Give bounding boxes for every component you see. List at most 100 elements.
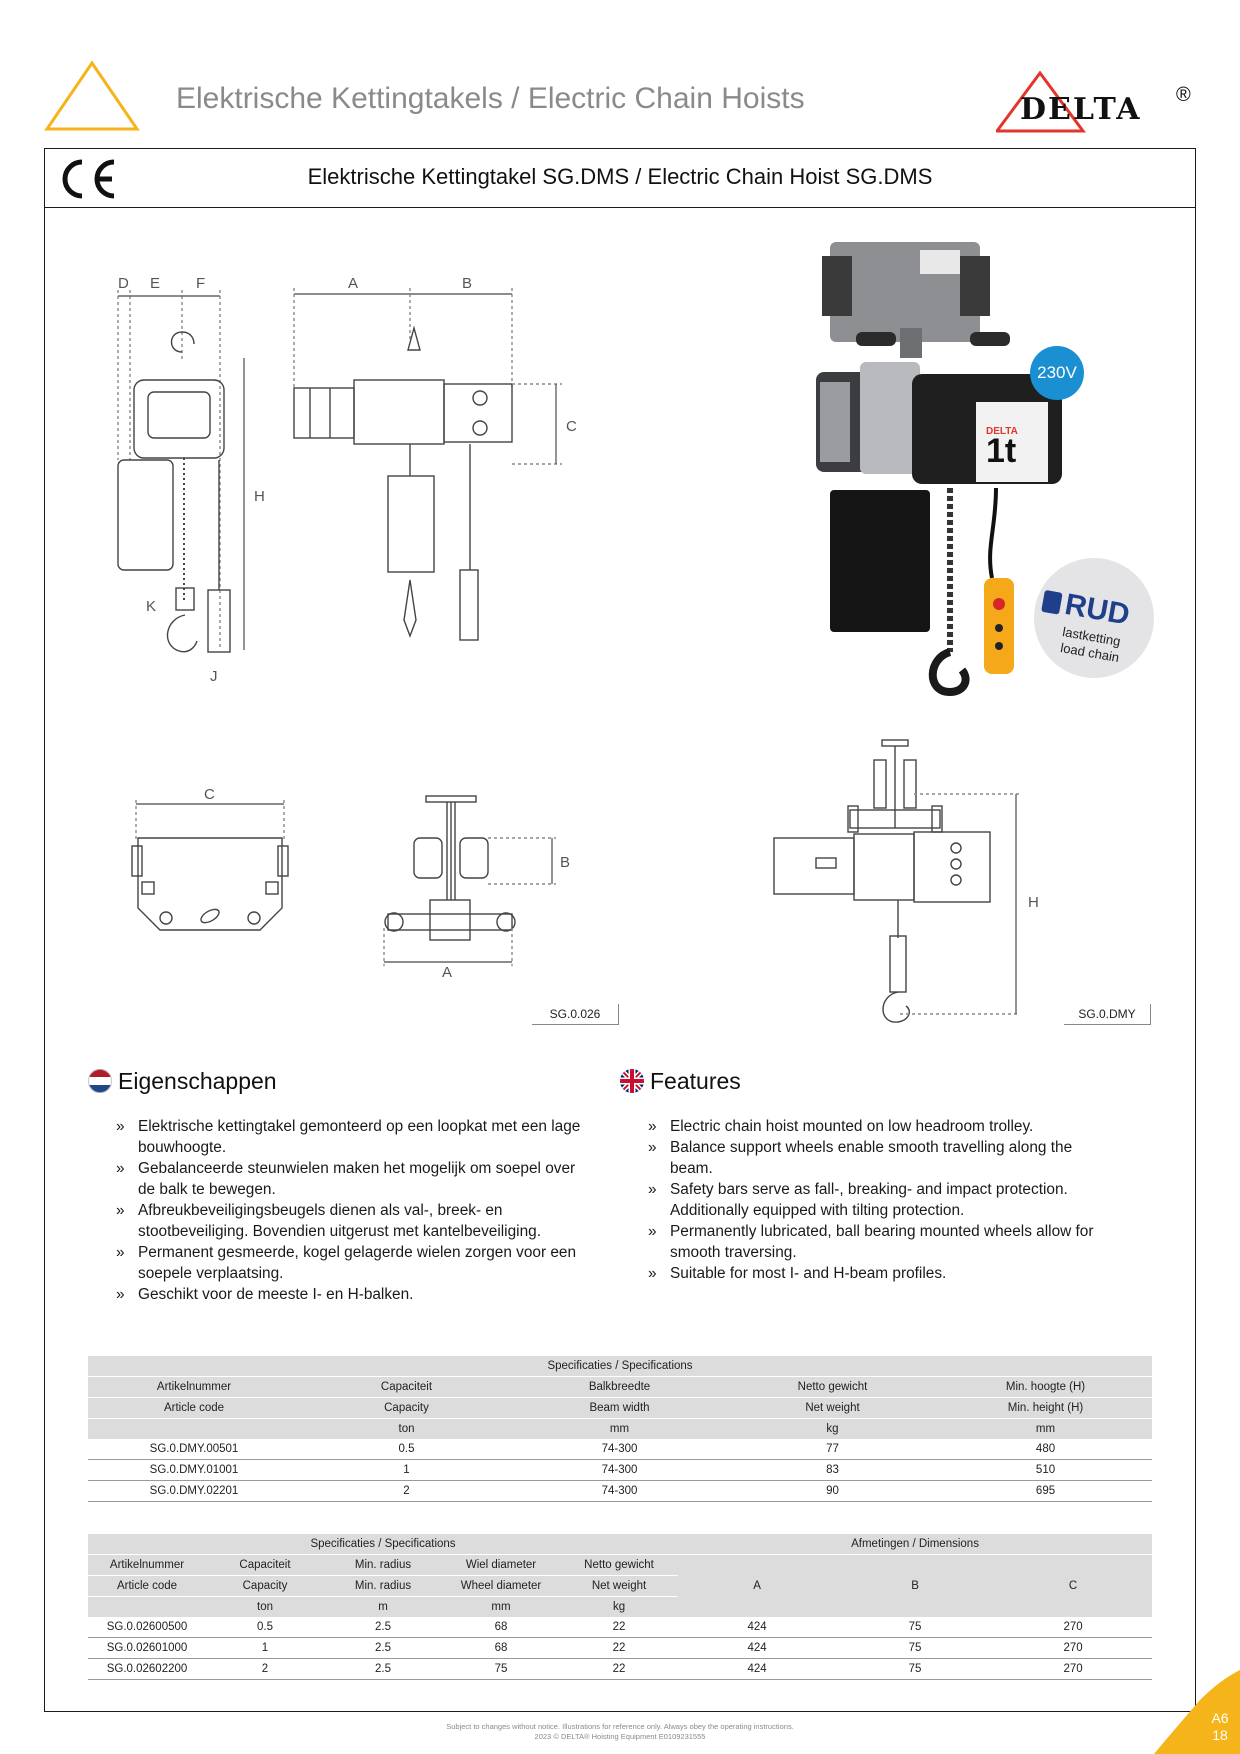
trolley-plate-drawing xyxy=(131,800,289,931)
table-unit: mm xyxy=(442,1596,560,1617)
table-cell: 2.5 xyxy=(324,1617,442,1638)
table-header: Capaciteit xyxy=(300,1376,513,1398)
table-header: Wiel diameter xyxy=(442,1554,560,1576)
table-header: Min. radius xyxy=(324,1554,442,1576)
dim-label-a-bottom: A xyxy=(442,964,453,981)
list-item: Balance support wheels enable smooth tra… xyxy=(648,1137,1118,1179)
table-cell: 424 xyxy=(678,1617,837,1638)
delta-logo-text: DELTA xyxy=(1020,92,1142,127)
list-item: Afbreukbeveiligingsbeugels dienen als va… xyxy=(116,1200,596,1242)
table-cell: 74-300 xyxy=(513,1439,726,1460)
dim-label-h: H xyxy=(254,488,265,505)
table-cell: 1 xyxy=(300,1459,513,1481)
spec-table-hoist: Specificaties / Specifications Artikelnu… xyxy=(88,1356,1153,1502)
table-row: SG.0.02602200 2 2.5 75 22 424 75 270 xyxy=(88,1658,1153,1680)
table-cell: 0.5 xyxy=(206,1617,324,1638)
content-frame xyxy=(44,148,1196,1712)
dim-label-a-top: A xyxy=(348,275,359,292)
dim-label-h-right: H xyxy=(1028,894,1039,911)
table-header: Net weight xyxy=(726,1397,939,1419)
dim-label-k: K xyxy=(146,598,157,615)
table-unit xyxy=(88,1596,206,1617)
dim-label-d: D xyxy=(118,275,129,292)
table-cell: SG.0.DMY.01001 xyxy=(88,1459,300,1481)
features-list-nl: Elektrische kettingtakel gemonteerd op e… xyxy=(116,1116,596,1305)
table-cell: 0.5 xyxy=(300,1439,513,1460)
table-row: SG.0.02600500 0.5 2.5 68 22 424 75 270 xyxy=(88,1617,1153,1638)
list-item: Suitable for most I- and H-beam profiles… xyxy=(648,1263,1118,1284)
features-heading-en: Features xyxy=(650,1068,741,1094)
page-header-title: Elektrische Kettingtakels / Electric Cha… xyxy=(176,82,805,115)
table-header: Min. height (H) xyxy=(939,1397,1153,1419)
table-title-dimensions: Afmetingen / Dimensions xyxy=(678,1534,1153,1555)
table-header: B xyxy=(836,1554,995,1617)
table-cell: 695 xyxy=(939,1480,1153,1502)
table-row: SG.0.02601000 1 2.5 68 22 424 75 270 xyxy=(88,1637,1153,1659)
table-cell: 68 xyxy=(442,1637,560,1659)
triangle-logo-icon xyxy=(44,60,140,131)
table-cell: 75 xyxy=(442,1658,560,1680)
delta-logo: DELTA ® xyxy=(996,70,1196,134)
page-code: A6 xyxy=(1211,1710,1229,1726)
table-title: Specificaties / Specifications xyxy=(88,1356,1153,1377)
table-unit: ton xyxy=(300,1418,513,1439)
table-header: Min. hoogte (H) xyxy=(939,1376,1153,1398)
voltage-badge-circle xyxy=(1030,346,1084,400)
table-cell: 424 xyxy=(678,1658,837,1680)
footer-disclaimer: Subject to changes without notice. Illus… xyxy=(0,1722,1240,1742)
dim-label-b-top: B xyxy=(462,275,473,292)
hoist-brand-label: DELTA xyxy=(986,426,1018,437)
table-cell: 1 xyxy=(206,1637,324,1659)
registered-mark: ® xyxy=(1176,84,1191,106)
table-cell: 270 xyxy=(994,1658,1153,1680)
list-item: Elektrische kettingtakel gemonteerd op e… xyxy=(116,1116,596,1158)
table-cell: 2.5 xyxy=(324,1658,442,1680)
dim-label-e: E xyxy=(150,275,161,292)
table-cell: 75 xyxy=(836,1658,995,1680)
table-unit: m xyxy=(324,1596,442,1617)
table-cell: 74-300 xyxy=(513,1480,726,1502)
table-header: Min. radius xyxy=(324,1575,442,1597)
table-cell: SG.0.DMY.02201 xyxy=(88,1480,300,1502)
rud-badge-circle xyxy=(1034,558,1154,678)
table-unit xyxy=(88,1418,300,1439)
table-cell: 424 xyxy=(678,1637,837,1659)
product-title: Elektrische Kettingtakel SG.DMS / Electr… xyxy=(307,164,933,189)
table-header: Capacity xyxy=(300,1397,513,1419)
table-cell: 75 xyxy=(836,1637,995,1659)
footer-year: 2023 © xyxy=(534,1732,559,1741)
table-header: Netto gewicht xyxy=(560,1554,679,1576)
table-header: Wheel diameter xyxy=(442,1575,560,1597)
table-cell: 77 xyxy=(726,1439,939,1460)
table-header: Netto gewicht xyxy=(726,1376,939,1398)
hoist-product-photo: 1t DELTA xyxy=(816,242,1062,697)
table-cell: 22 xyxy=(560,1658,679,1680)
table-cell: 75 xyxy=(836,1617,995,1638)
table-cell: 22 xyxy=(560,1617,679,1638)
dim-label-b-bottom: B xyxy=(560,854,571,871)
features-heading-nl: Eigenschappen xyxy=(118,1068,277,1094)
list-item: Safety bars serve as fall-, breaking- an… xyxy=(648,1179,1118,1221)
table-unit: mm xyxy=(939,1418,1153,1439)
table-row: SG.0.DMY.00501 0.5 74-300 77 480 xyxy=(88,1439,1153,1460)
ce-mark-icon xyxy=(62,159,115,199)
table-cell: 2 xyxy=(206,1658,324,1680)
hoist-side-drawing xyxy=(117,290,245,653)
table-unit: ton xyxy=(206,1596,324,1617)
footer-brand: DELTA xyxy=(560,1732,584,1741)
table-cell: 2.5 xyxy=(324,1637,442,1659)
table-cell: 22 xyxy=(560,1637,679,1659)
page-num: 18 xyxy=(1212,1727,1228,1743)
dim-label-j: J xyxy=(210,668,218,685)
table-header: Article code xyxy=(88,1575,206,1597)
trolley-beam-drawing xyxy=(383,795,556,966)
table-row: SG.0.DMY.01001 1 74-300 83 510 xyxy=(88,1459,1153,1481)
product-title-bar: Elektrische Kettingtakel SG.DMS / Electr… xyxy=(44,148,1196,208)
table-cell: 510 xyxy=(939,1459,1153,1481)
voltage-badge: 230V xyxy=(1037,363,1077,382)
rud-icon xyxy=(1041,589,1063,615)
list-item: Geschikt voor de meeste I- en H-balken. xyxy=(116,1284,596,1305)
delta-triangle-icon xyxy=(996,70,1086,133)
page-corner-tab xyxy=(1154,1670,1240,1754)
table-cell: 480 xyxy=(939,1439,1153,1460)
